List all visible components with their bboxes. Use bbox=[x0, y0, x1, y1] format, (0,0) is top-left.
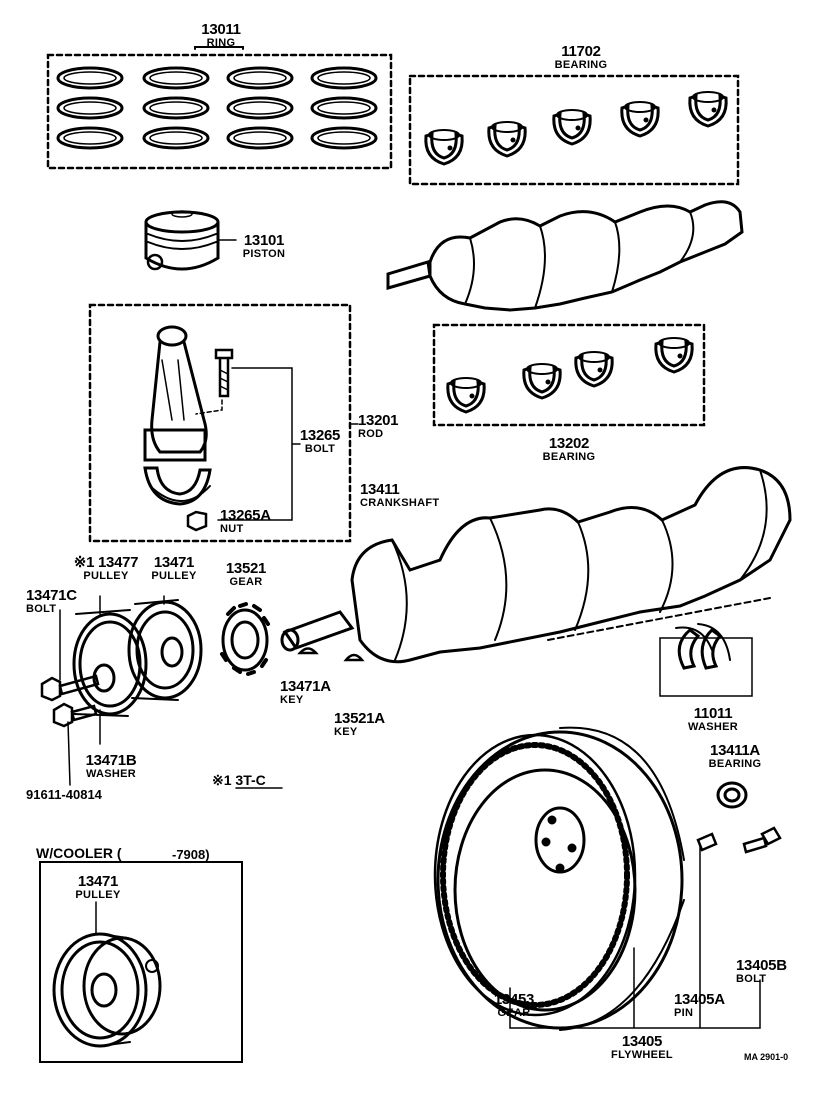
part-name: CRANKSHAFT bbox=[360, 497, 440, 509]
key-icon bbox=[343, 653, 365, 662]
cooler-title: W/COOLER ( bbox=[36, 845, 122, 861]
cooler-pulley-icon bbox=[52, 932, 162, 1048]
key-label-1: 13471A KEY bbox=[280, 679, 346, 706]
part-name: WASHER bbox=[687, 721, 739, 733]
part-number: 13265 bbox=[299, 427, 341, 444]
rod-assembly-box bbox=[88, 303, 352, 543]
part-number: 13201 bbox=[358, 412, 399, 429]
main-bearing-upper-icon bbox=[424, 90, 728, 166]
part-number: 13405B bbox=[736, 957, 787, 974]
part-name: BOLT bbox=[26, 603, 57, 615]
connecting-rod-icon bbox=[143, 325, 212, 506]
crankshaft-icon bbox=[280, 466, 792, 664]
part-number: 13521 bbox=[225, 560, 267, 577]
rod-bolt-icon bbox=[214, 348, 234, 398]
flywheel-bolt-label: 13405B BOLT bbox=[736, 958, 802, 985]
main-bearing-lower-icon bbox=[446, 336, 694, 414]
rod-bolt-label: 13265 BOLT bbox=[292, 428, 348, 455]
crank-gear-icon bbox=[220, 602, 270, 676]
rod-label: 13201 ROD bbox=[358, 413, 410, 440]
part-name: PULLEY bbox=[75, 889, 121, 901]
part-name: PULLEY bbox=[83, 570, 129, 582]
part-name: BEARING bbox=[542, 451, 596, 463]
part-number: 13265A bbox=[220, 507, 271, 524]
bearing-lower-label: 13202 BEARING bbox=[534, 436, 604, 463]
ring-gear-icon bbox=[433, 733, 637, 1017]
crankshaft-upper-icon bbox=[386, 200, 744, 312]
piston-label: 13101 PISTON bbox=[236, 233, 292, 260]
part-number: 13471 bbox=[77, 873, 119, 890]
pilot-bearing-label: 13411A BEARING bbox=[702, 743, 768, 770]
part-name: BOLT bbox=[736, 973, 767, 985]
part-number: 13202 bbox=[548, 435, 590, 452]
part-number: 13011 bbox=[201, 21, 241, 38]
cooler-pulley-label: 13471 PULLEY bbox=[70, 874, 126, 901]
key-icon bbox=[297, 647, 319, 655]
pilot-bearing-icon bbox=[716, 781, 748, 809]
piston-ring-icon bbox=[56, 66, 378, 150]
part-name: BOLT bbox=[304, 443, 336, 455]
ring-gear-label: 13453 GEAR bbox=[486, 992, 542, 1019]
part-number: 13471 bbox=[153, 554, 195, 571]
part-name: BEARING bbox=[708, 758, 762, 770]
part-number: 13471A bbox=[280, 678, 331, 695]
pulley-washer-bolt-icon bbox=[52, 702, 98, 728]
part-number: 13471B bbox=[85, 752, 137, 769]
part-number: 11011 bbox=[693, 705, 733, 722]
part-name: GEAR bbox=[229, 576, 263, 588]
part-number: 13521A bbox=[334, 710, 385, 727]
cooler-date: -7908) bbox=[172, 847, 210, 862]
ring-set-box bbox=[46, 53, 393, 170]
part-name: PISTON bbox=[242, 248, 286, 260]
bearing-upper-label: 11702 BEARING bbox=[546, 44, 616, 71]
part-name: FLYWHEEL bbox=[611, 1049, 673, 1061]
part-name: RING bbox=[206, 37, 236, 49]
part-number: 13405A bbox=[674, 991, 725, 1008]
main-bearing-upper-box bbox=[408, 74, 740, 186]
thrust-washer-icon bbox=[675, 623, 731, 670]
part-name: KEY bbox=[334, 726, 358, 738]
part-name: GEAR bbox=[497, 1007, 531, 1019]
pulley-bolt-icon bbox=[40, 674, 100, 702]
part-number: 13411A bbox=[710, 742, 760, 759]
figure-ref: MA 2901-0 bbox=[744, 1052, 789, 1062]
thrust-washer-label: 11011 WASHER bbox=[680, 706, 746, 733]
part-number: 13405 bbox=[621, 1033, 663, 1050]
pulley-label: 13471 PULLEY bbox=[146, 555, 202, 582]
part-name: WASHER bbox=[85, 768, 137, 780]
part-name: ROD bbox=[358, 428, 384, 440]
part-number: 13453 bbox=[493, 991, 535, 1008]
rod-nut-icon bbox=[186, 510, 208, 532]
footnote: ※1 3T-C bbox=[212, 772, 266, 788]
crankshaft-label: 13411 CRANKSHAFT bbox=[360, 482, 456, 509]
main-bearing-lower-box bbox=[432, 323, 706, 427]
part-code: 91611-40814 bbox=[26, 787, 102, 802]
key-label-2: 13521A KEY bbox=[334, 711, 400, 738]
crank-gear-label: 13521 GEAR bbox=[218, 561, 274, 588]
flywheel-label: 13405 FLYWHEEL bbox=[602, 1034, 682, 1061]
part-name: KEY bbox=[280, 694, 304, 706]
rod-nut-label: 13265A NUT bbox=[220, 508, 284, 535]
part-name: PULLEY bbox=[151, 570, 197, 582]
pulley-icon bbox=[72, 609, 148, 717]
flywheel-pin-label: 13405A PIN bbox=[674, 992, 740, 1019]
part-number: ※1 13477 bbox=[73, 554, 139, 571]
part-number: 11702 bbox=[561, 43, 601, 60]
ring-label: 13011 RING bbox=[196, 22, 246, 49]
pulley-washer-label: 13471B WASHER bbox=[78, 753, 144, 780]
pulley-3tc-label: ※1 13477 PULLEY bbox=[64, 555, 148, 582]
part-name: BEARING bbox=[554, 59, 608, 71]
part-name: NUT bbox=[220, 523, 244, 535]
part-number: 13411 bbox=[360, 481, 400, 498]
piston-icon bbox=[144, 210, 220, 271]
flywheel-bolt-icon bbox=[742, 826, 782, 854]
part-name: PIN bbox=[674, 1007, 694, 1019]
part-number: 13471C bbox=[26, 587, 77, 604]
pulley-bolt-label: 13471C BOLT bbox=[26, 588, 90, 615]
part-number: 13101 bbox=[243, 232, 285, 249]
